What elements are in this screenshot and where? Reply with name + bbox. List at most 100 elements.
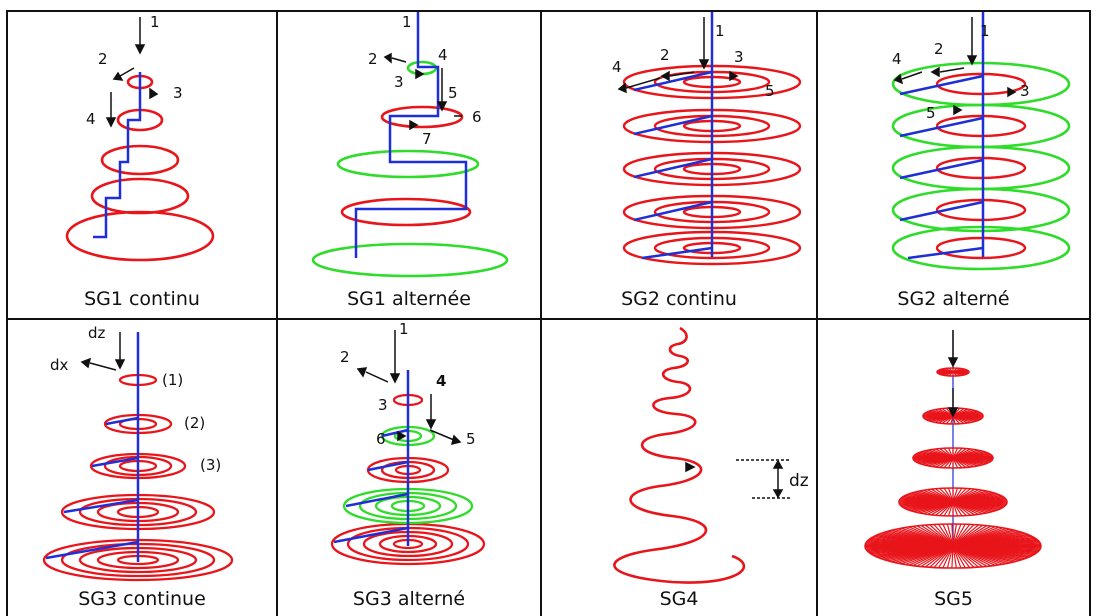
helix — [613, 326, 746, 584]
label-3: (3) — [200, 456, 221, 474]
feed-path — [333, 526, 409, 544]
label-4: 4 — [438, 46, 448, 64]
arrow-head — [134, 44, 146, 55]
arrow — [391, 57, 407, 63]
arrow — [365, 371, 389, 383]
disc-ray — [952, 457, 963, 469]
loop-green — [891, 103, 1071, 149]
label-2: 2 — [934, 40, 944, 58]
arrow-head — [947, 407, 959, 418]
arrow-head — [772, 489, 784, 499]
diagram-sg1-continu: 1 2 3 4 — [65, 13, 215, 262]
disc-outline — [912, 447, 994, 469]
disc-ray — [952, 523, 962, 547]
label-3: 3 — [378, 396, 388, 414]
arrow-head — [772, 459, 784, 469]
arrow — [901, 71, 923, 80]
disc-ray — [952, 545, 957, 569]
panel-sg2-alterne: 1 2 4 3 5 SG2 alterné — [818, 12, 1089, 317]
panel-sg3-continue: dz dx (1) (2) (3) SG3 continue — [8, 320, 276, 616]
diagram-sg4: dz — [613, 326, 809, 584]
caption-sg3-alterne: SG3 alterné — [352, 588, 466, 610]
loop-red — [935, 156, 1027, 180]
label-1: 1 — [715, 22, 725, 40]
disc-ray — [952, 500, 1007, 503]
disc-ray — [933, 524, 954, 547]
diagram-sg3-continue: dz dx (1) (2) (3) — [42, 324, 234, 582]
diagram-sg3-alterne: 1 2 4 3 6 5 — [330, 320, 486, 566]
loop-green — [336, 149, 480, 179]
disc-group — [864, 367, 1042, 569]
label-5: 5 — [926, 104, 936, 122]
arrow — [119, 67, 135, 77]
panel-sg1-continu: 1 2 3 4 SG1 continu — [8, 12, 276, 317]
label-dx: dx — [50, 356, 69, 374]
disc-ray — [947, 501, 954, 517]
disc-ray — [952, 545, 966, 569]
label-4: 4 — [436, 372, 446, 390]
caption-sg1-continu: SG1 continu — [84, 288, 200, 310]
arrow-head — [947, 357, 959, 368]
feed-path — [91, 456, 139, 468]
border-right — [1089, 10, 1091, 616]
arrow-head — [660, 70, 670, 82]
direction-marker — [415, 68, 425, 80]
label-3: 3 — [173, 84, 183, 102]
label-5: 5 — [765, 82, 775, 100]
feed-path — [899, 116, 984, 138]
arrow-head — [389, 373, 401, 384]
disc-ray — [952, 501, 963, 517]
label-6: 6 — [376, 430, 386, 448]
direction-marker — [1007, 86, 1017, 98]
border-middle — [6, 318, 1091, 320]
diagram-sg1-alternee: 1 2 4 3 5 6 7 — [311, 12, 509, 278]
diagram-sg2-continu: 1 2 3 4 5 — [612, 12, 802, 266]
disc-ray — [943, 447, 954, 459]
label-2: 2 — [368, 50, 378, 68]
label-1: 1 — [399, 320, 409, 338]
label-1: 1 — [402, 13, 412, 31]
feed-path — [633, 70, 713, 92]
arrow-head — [383, 52, 392, 64]
label-2: 2 — [340, 348, 350, 366]
feed-path — [899, 158, 984, 180]
caption-sg2-alterne: SG2 alterné — [897, 288, 1010, 310]
feed-path — [105, 416, 139, 426]
label-dz: dz — [789, 471, 809, 491]
diagram-sg2-alterne: 1 2 4 3 5 — [891, 12, 1071, 271]
disc-ray — [951, 523, 954, 547]
arrow-head — [356, 367, 368, 378]
feed-path — [899, 200, 984, 222]
label-2: 2 — [98, 50, 108, 68]
border-col-3 — [816, 10, 818, 616]
label-5: 5 — [466, 430, 476, 448]
label-7: 7 — [422, 130, 432, 148]
label-6: 6 — [472, 108, 482, 126]
disc-ray — [952, 414, 983, 417]
arrow — [669, 71, 695, 77]
caption-sg1-alternee: SG1 alternée — [347, 288, 471, 310]
direction-marker — [729, 70, 739, 82]
disc-outline — [936, 367, 970, 377]
feed-path — [63, 498, 139, 514]
border-col-2 — [540, 10, 542, 616]
arrow — [625, 77, 661, 89]
arrow — [939, 67, 965, 73]
feed-path — [93, 72, 142, 239]
diagram-sg5 — [864, 330, 1042, 569]
disc-ray — [947, 487, 954, 503]
disc-outline — [898, 487, 1008, 517]
loop — [65, 210, 215, 262]
disc-ray — [952, 545, 971, 568]
direction-marker — [409, 119, 419, 131]
arrow-head — [966, 55, 978, 66]
disc-ray — [952, 501, 959, 517]
caption-sg3-continue: SG3 continue — [78, 588, 206, 610]
label-4: 4 — [612, 58, 622, 76]
label-3: 3 — [394, 73, 404, 91]
border-col-1 — [276, 10, 278, 616]
arrow-head — [425, 419, 437, 430]
caption-sg2-continu: SG2 continu — [621, 288, 737, 310]
disc-ray — [939, 487, 954, 503]
